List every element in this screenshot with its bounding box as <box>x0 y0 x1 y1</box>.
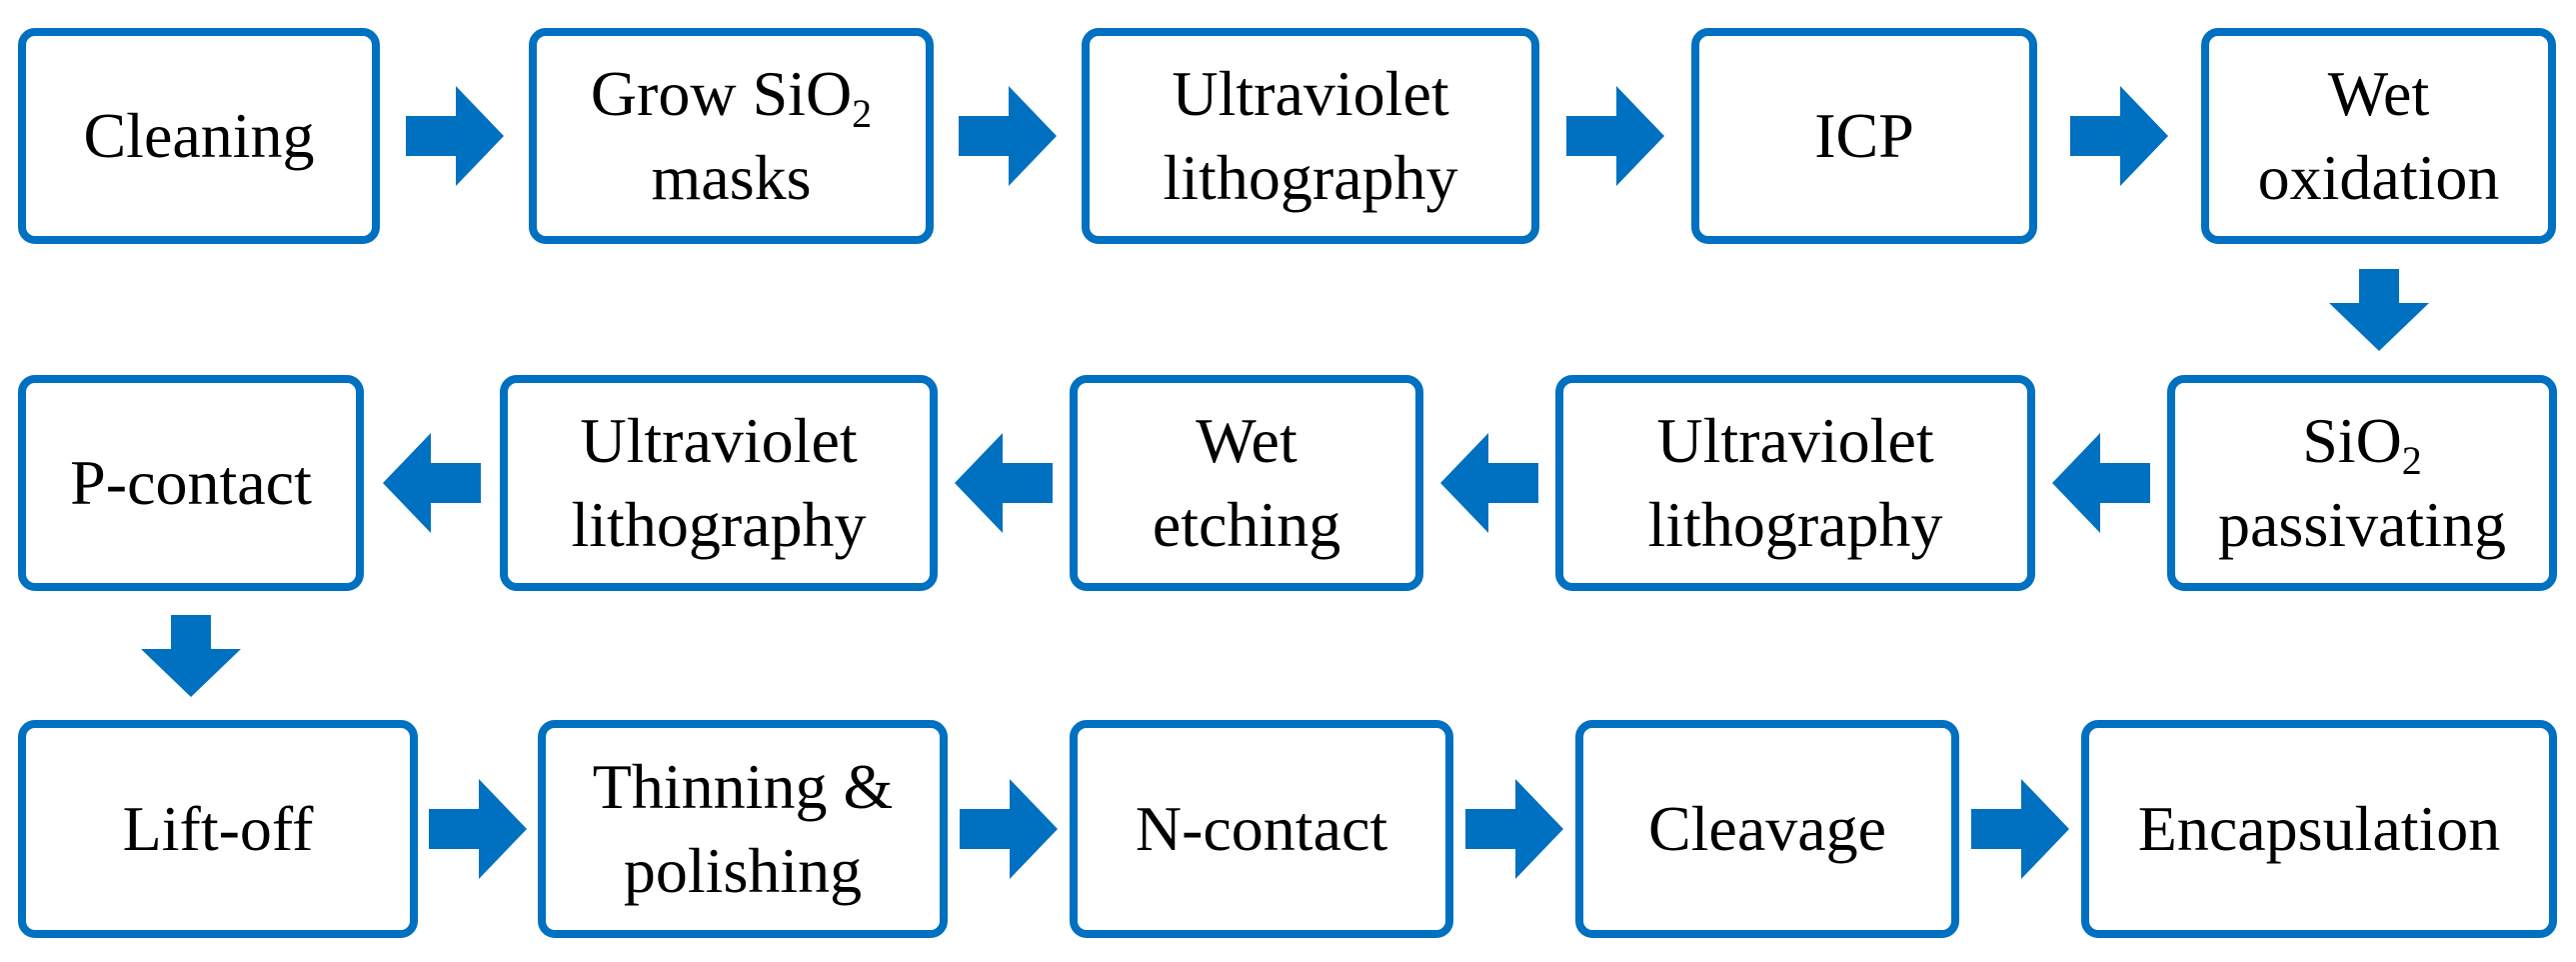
step-label-line: Wet <box>2328 52 2429 136</box>
step-label-line: Cleavage <box>1648 787 1886 871</box>
step-label-subscript: 2 <box>852 91 873 136</box>
arrow-right-icon <box>960 779 1058 879</box>
arrow-shape <box>2052 433 2150 533</box>
step-label-line: lithography <box>571 483 866 567</box>
arrow-right-icon <box>2070 86 2168 186</box>
arrow-down-icon <box>2328 268 2429 351</box>
arrow-right-icon <box>405 86 504 186</box>
arrow-shape <box>429 779 527 879</box>
step-label-text: Ultraviolet <box>1172 58 1449 129</box>
arrow-right-icon <box>1566 86 1664 186</box>
arrow-shape <box>2328 268 2429 351</box>
step-label-line: Ultraviolet <box>580 399 857 483</box>
step-label-text: Grow SiO <box>590 58 853 129</box>
step-label-line: lithography <box>1647 483 1942 567</box>
step-label-line: polishing <box>624 829 862 913</box>
step-label-text: SiO <box>2302 405 2402 476</box>
step-box-p-contact: P-contact <box>18 375 364 591</box>
step-label-text: oxidation <box>2257 142 2500 213</box>
arrow-shape <box>955 433 1053 533</box>
step-label-line: Encapsulation <box>2138 787 2501 871</box>
step-label-line: Cleaning <box>83 94 314 178</box>
step-box-icp: ICP <box>1691 28 2037 244</box>
arrow-right-icon <box>959 86 1057 186</box>
step-label-line: ICP <box>1814 94 1914 178</box>
step-label-text: Lift-off <box>122 793 314 864</box>
step-label-line: N-contact <box>1136 787 1387 871</box>
step-box-cleavage: Cleavage <box>1575 720 1959 938</box>
step-label-line: etching <box>1153 483 1340 567</box>
arrow-left-icon <box>1440 433 1538 533</box>
step-label-text: lithography <box>571 489 867 560</box>
step-label-line: oxidation <box>2258 136 2500 220</box>
step-label-line: lithography <box>1163 136 1457 220</box>
arrow-left-icon <box>383 433 481 533</box>
arrow-shape <box>1440 433 1538 533</box>
step-label-line: Lift-off <box>123 787 314 871</box>
step-label-text: polishing <box>623 835 863 906</box>
step-label-line: SiO2 <box>2302 399 2422 483</box>
step-label-line: Ultraviolet <box>1656 399 1933 483</box>
step-label-text: masks <box>651 142 812 213</box>
step-box-ultraviolet-lithography-2: Ultraviolet lithography <box>1555 375 2035 591</box>
arrow-right-icon <box>1465 779 1563 879</box>
arrow-shape <box>1971 779 2069 879</box>
step-box-ultraviolet-lithography-1: Ultraviolet lithography <box>1082 28 1539 244</box>
step-label-text: passivating <box>2218 489 2506 560</box>
step-box-lift-off: Lift-off <box>18 720 418 938</box>
step-label-text: Cleaning <box>83 100 315 171</box>
arrow-shape <box>383 433 481 533</box>
arrow-shape <box>2070 86 2168 186</box>
step-label-text: Ultraviolet <box>580 405 858 476</box>
step-label-text: Thinning & <box>592 751 894 822</box>
step-label-text: lithography <box>1163 142 1458 213</box>
step-box-cleaning: Cleaning <box>18 28 380 244</box>
step-label-text: lithography <box>1647 489 1943 560</box>
arrow-left-icon <box>955 433 1053 533</box>
step-label-text: P-contact <box>70 447 312 518</box>
step-label-line: Wet <box>1196 399 1296 483</box>
step-label-subscript: 2 <box>2401 438 2422 483</box>
step-label-line: P-contact <box>70 441 312 525</box>
step-label-text: Wet <box>1196 405 1297 476</box>
arrow-shape <box>1465 779 1563 879</box>
arrow-down-icon <box>141 614 241 697</box>
arrow-right-icon <box>429 779 527 879</box>
step-label-text: Wet <box>2327 58 2430 129</box>
step-label-text: Ultraviolet <box>1656 405 1934 476</box>
step-label-text: Cleavage <box>1647 793 1887 864</box>
arrow-shape <box>959 86 1057 186</box>
step-box-encapsulation: Encapsulation <box>2081 720 2557 938</box>
step-label-text: Encapsulation <box>2137 793 2501 864</box>
arrow-right-icon <box>1971 779 2069 879</box>
step-box-ultraviolet-lithography-3: Ultraviolet lithography <box>500 375 938 591</box>
arrow-shape <box>960 779 1058 879</box>
step-label-text: etching <box>1152 489 1341 560</box>
step-label-line: Ultraviolet <box>1172 52 1448 136</box>
step-box-wet-oxidation: Wet oxidation <box>2201 28 2556 244</box>
step-label-text: ICP <box>1814 100 1914 171</box>
step-label-line: Thinning & <box>593 745 893 829</box>
step-label-line: masks <box>652 136 812 220</box>
step-label-line: passivating <box>2218 483 2506 567</box>
arrow-shape <box>405 86 504 186</box>
step-label-line: Grow SiO2 <box>591 52 872 136</box>
step-box-n-contact: N-contact <box>1070 720 1453 938</box>
arrow-left-icon <box>2052 433 2150 533</box>
step-box-wet-etching: Wet etching <box>1070 375 1423 591</box>
arrow-shape <box>1566 86 1664 186</box>
step-label-text: N-contact <box>1135 793 1388 864</box>
step-box-thinning-polishing: Thinning & polishing <box>538 720 948 938</box>
arrow-shape <box>141 614 241 697</box>
